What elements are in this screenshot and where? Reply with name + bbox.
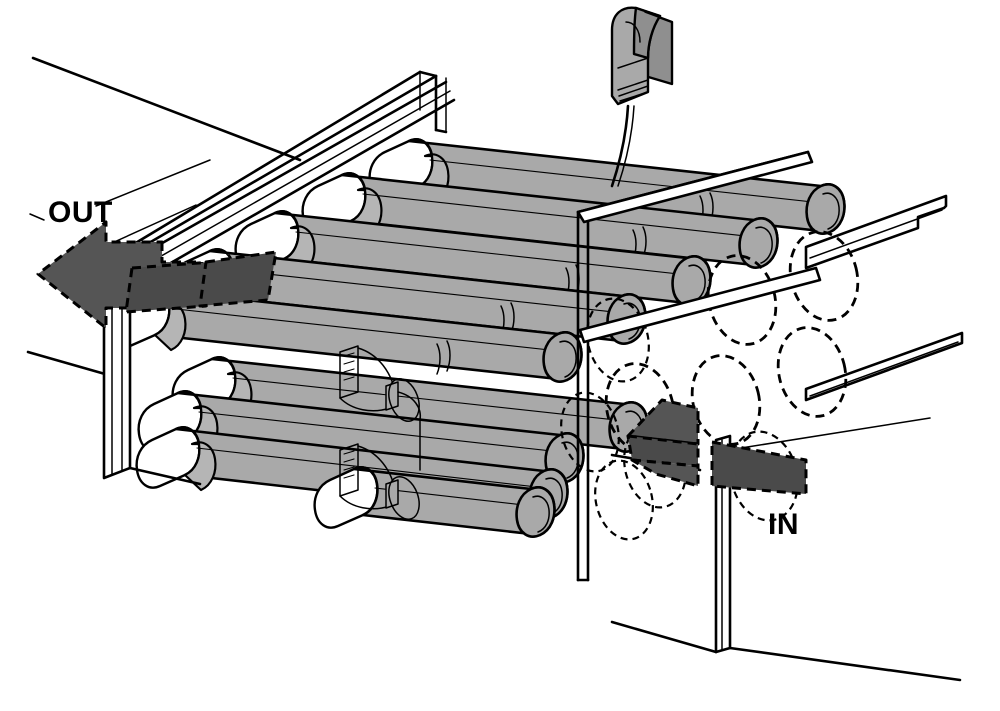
lamp-tube: [234, 210, 712, 307]
lamp-tube: [301, 172, 779, 269]
frame-rail-upper: [804, 194, 948, 270]
top-shelf-edges: [148, 80, 456, 270]
airflow-arrow-out: [36, 220, 278, 330]
label-in: IN: [768, 508, 799, 541]
frame-rail-lower: [804, 331, 964, 402]
support-post: [610, 434, 962, 682]
frame-panel-right: [576, 150, 822, 582]
lamp-connectors: [339, 345, 422, 520]
power-plug: [610, 6, 674, 106]
label-out: OUT: [48, 196, 113, 229]
power-cord: [610, 104, 635, 188]
out-tick: [29, 213, 45, 221]
airflow-arrow-in: [626, 398, 808, 496]
